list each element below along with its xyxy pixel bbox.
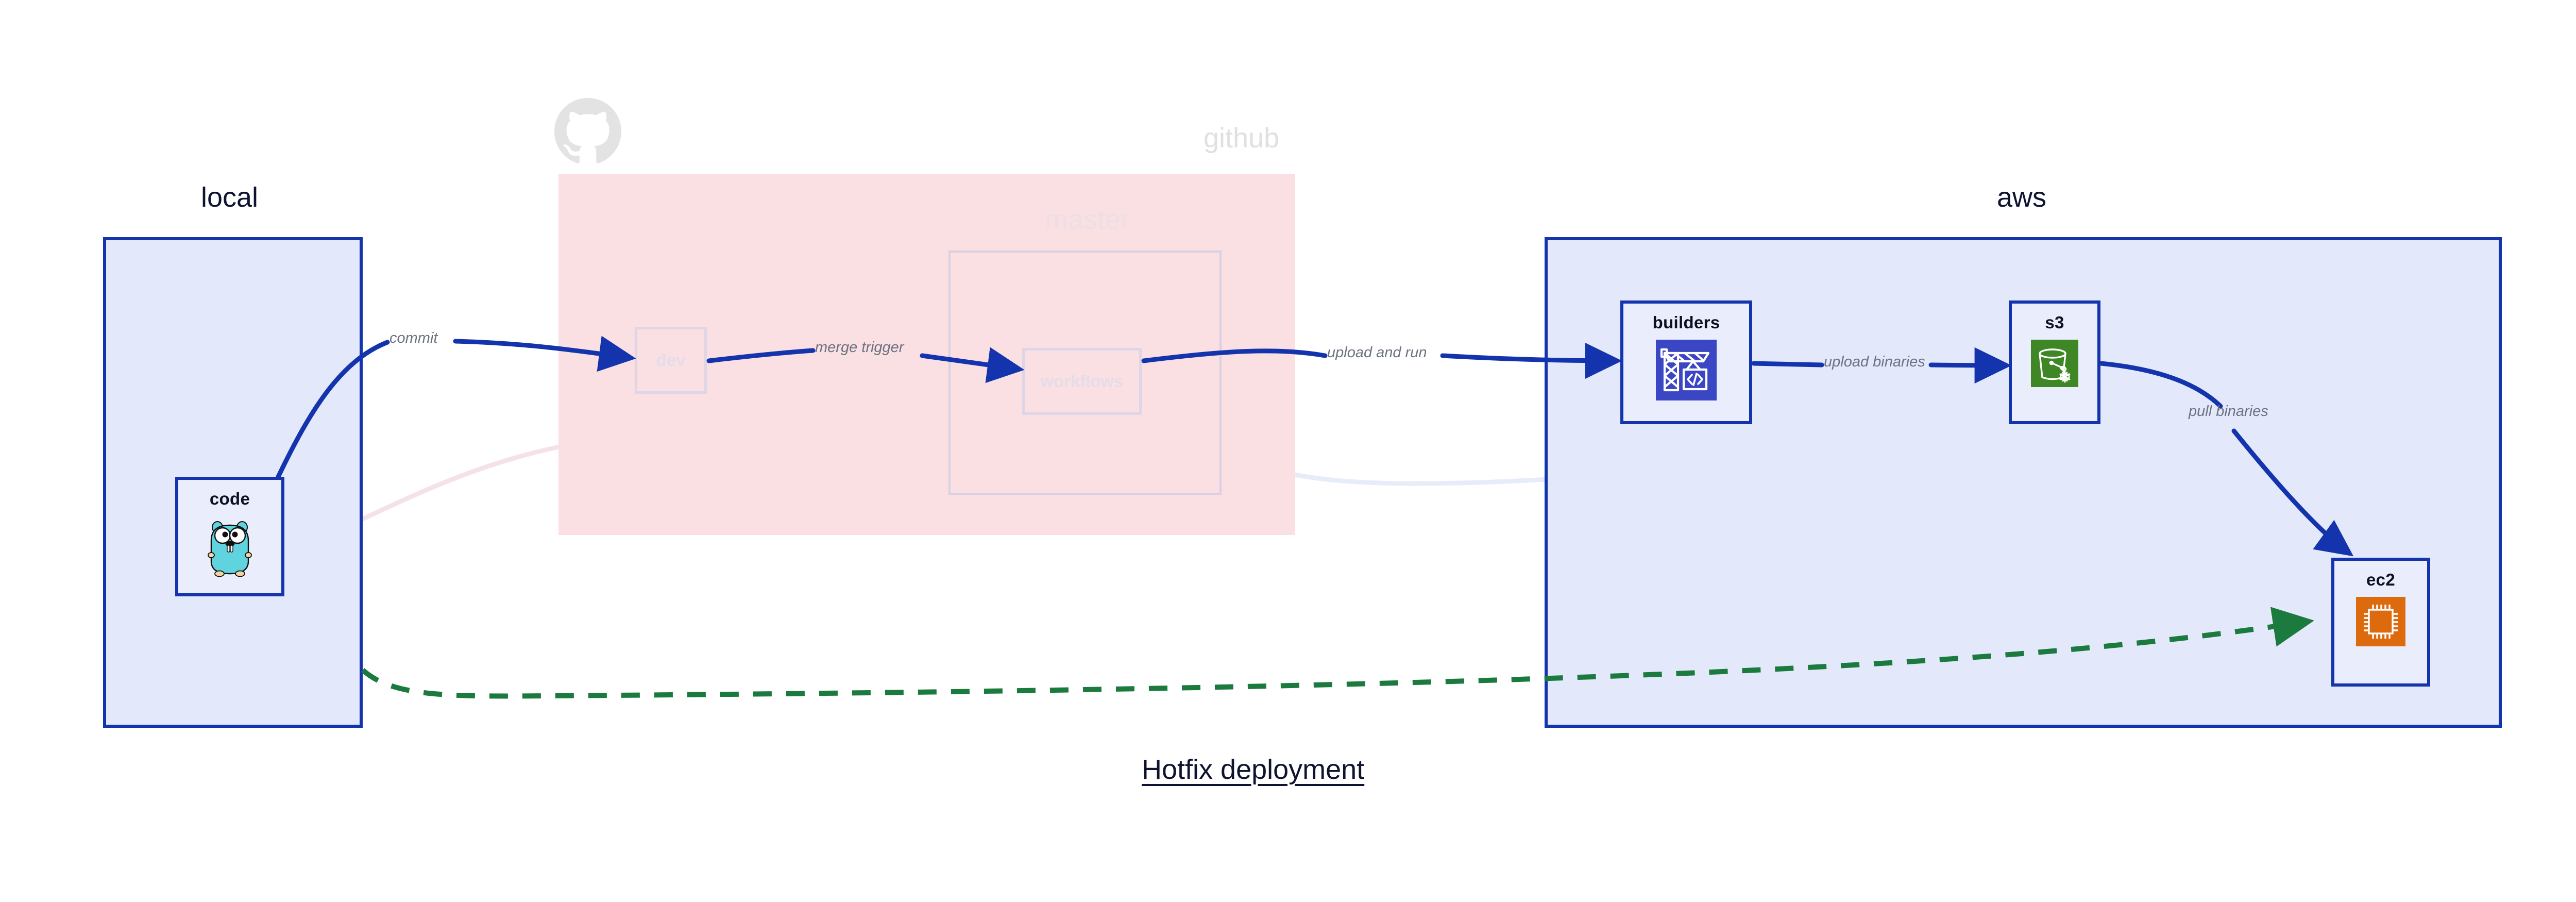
group-label-local: local: [201, 182, 259, 213]
node-builders-label: builders: [1652, 313, 1720, 332]
edge-label-pull-binaries: pull binaries: [2189, 403, 2268, 420]
node-s3-label: s3: [2045, 313, 2064, 332]
edge-merge-trigger-segment-b: [920, 347, 1025, 383]
group-label-master: master: [1045, 204, 1130, 235]
node-ec2[interactable]: ec2: [2331, 558, 2430, 687]
group-label-aws: aws: [1997, 182, 2047, 213]
diagram-title: Hotfix deployment: [1142, 754, 1365, 785]
go-gopher-icon: [205, 516, 255, 579]
edge-commit-segment-b: [453, 336, 636, 372]
edge-upload-and-run-segment-b: [1440, 342, 1622, 379]
edge-pull-binaries-segment-a: [2098, 361, 2223, 409]
node-ec2-label: ec2: [2366, 570, 2395, 589]
group-label-github: github: [1204, 123, 1280, 154]
edge-label-merge-trigger: merge trigger: [815, 339, 904, 356]
edge-hotfix-direct-dashed: [361, 607, 2314, 699]
node-workflows-label: workflows: [1040, 372, 1124, 391]
node-dev-label: dev: [656, 350, 686, 370]
group-master[interactable]: [948, 250, 1222, 495]
edge-label-commit: commit: [389, 330, 438, 346]
edge-merge-trigger-segment-a: [706, 348, 816, 363]
edge-upload-and-run-segment-a: [1141, 348, 1328, 363]
node-code[interactable]: code: [175, 477, 284, 596]
node-dev[interactable]: dev: [635, 327, 707, 394]
edge-label-upload-and-run: upload and run: [1327, 344, 1427, 361]
node-code-label: code: [209, 489, 250, 508]
edge-commit-segment-a: [276, 340, 390, 479]
cpu-chip-icon: [2356, 597, 2405, 649]
node-workflows[interactable]: workflows: [1022, 348, 1142, 415]
edge-pull-binaries-segment-b: [2231, 428, 2354, 557]
edge-label-upload-binaries: upload binaries: [1824, 354, 1925, 370]
crane-code-icon: [1656, 340, 1717, 403]
github-octocat-icon: [554, 98, 621, 163]
edge-upload-binaries-segment-a: [1751, 361, 1824, 368]
s3-bucket-icon: [2031, 340, 2078, 390]
node-s3[interactable]: s3: [2009, 300, 2100, 424]
